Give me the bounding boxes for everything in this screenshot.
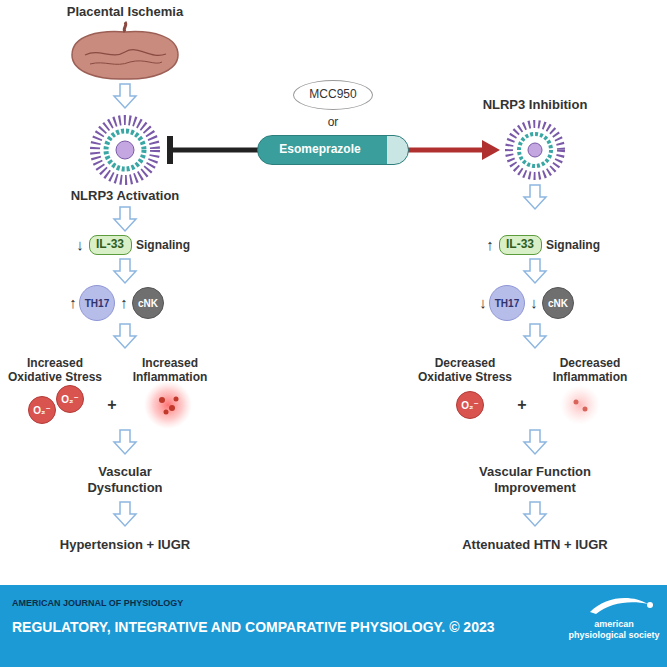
flow-arrow (114, 84, 136, 108)
flow-arrow (524, 502, 546, 526)
outcome-label: Hypertension + IUGR (60, 537, 190, 553)
nlrp3-inflammasome-active (95, 120, 155, 180)
nlrp3-inflammasome-inhibited (509, 124, 561, 176)
plus-sign: + (107, 395, 116, 414)
promotion-arrow (400, 140, 500, 160)
outcome-label: Increased Oxidative Stress (5, 356, 105, 385)
outcome-label: Attenuated HTN + IUGR (462, 537, 608, 553)
flow-arrow (114, 259, 136, 283)
inflammation-glow (144, 381, 192, 429)
flow-arrow (114, 324, 136, 348)
drug-ellipse: MCC950 (293, 80, 373, 110)
node-text: TH17 (85, 298, 109, 309)
drug-capsule: Esomeprazole (257, 135, 409, 165)
node-text: TH17 (495, 298, 519, 309)
node-text: Esomeprazole (279, 143, 360, 156)
flow-arrow (524, 324, 546, 348)
heading-label: NLRP3 Inhibition (483, 97, 588, 113)
cytokine-box: IL-33 (89, 235, 132, 255)
flow-arrow (114, 502, 136, 526)
superoxide-circle: O₂⁻ (456, 391, 484, 419)
journal-name: AMERICAN JOURNAL OF PHYSIOLOGY (12, 598, 183, 609)
flow-arrow (114, 207, 136, 231)
superoxide-circle: O₂⁻ (56, 385, 84, 413)
cell-circle: TH17 (489, 285, 525, 321)
connector-word: or (328, 115, 339, 129)
heading-label: Placental Ischemia (67, 4, 183, 20)
flow-arrow (524, 430, 546, 454)
node-text: O₂⁻ (61, 394, 79, 405)
node-text: cNK (138, 298, 158, 309)
outcome-label: Vascular Function Improvement (475, 464, 595, 495)
node-text: IL-33 (506, 238, 534, 251)
node-text: IL-33 (96, 238, 124, 251)
node-text: cNK (548, 298, 568, 309)
placenta-illustration (72, 22, 178, 79)
flow-arrow (114, 430, 136, 454)
plus-sign: + (517, 395, 526, 414)
change-arrow: ↓ (530, 294, 538, 312)
outcome-label: Vascular Dysfunction (75, 464, 175, 495)
journal-band (0, 585, 667, 667)
inhibition-bar (170, 136, 265, 164)
inflammation-glow-reduced (560, 385, 600, 425)
cytokine-box: IL-33 (499, 235, 542, 255)
cell-circle: cNK (132, 287, 164, 319)
change-arrow: ↓ (479, 294, 487, 312)
node-text: O₂⁻ (461, 400, 479, 411)
signal-label: Signaling (136, 238, 190, 252)
journal-title: REGULATORY, INTEGRATIVE AND COMPARATIVE … (12, 619, 495, 636)
change-arrow: ↑ (69, 294, 77, 312)
flow-arrow (524, 185, 546, 209)
cell-circle: TH17 (79, 285, 115, 321)
flow-arrow (524, 259, 546, 283)
node-text: O₂⁻ (33, 405, 51, 416)
society-logo-mark (590, 598, 653, 614)
society-name: american physiological society (566, 619, 662, 641)
cell-circle: cNK (542, 287, 574, 319)
outcome-label: Decreased Inflammation (540, 356, 640, 385)
superoxide-circle: O₂⁻ (28, 396, 56, 424)
outcome-label: Increased Inflammation (120, 356, 220, 385)
outcome-label: Decreased Oxidative Stress (415, 356, 515, 385)
change-arrow: ↑ (486, 236, 494, 254)
change-arrow: ↓ (76, 236, 84, 254)
change-arrow: ↑ (120, 294, 128, 312)
signal-label: Signaling (546, 238, 600, 252)
node-text: MCC950 (309, 88, 356, 101)
heading-label: NLRP3 Activation (71, 188, 180, 204)
